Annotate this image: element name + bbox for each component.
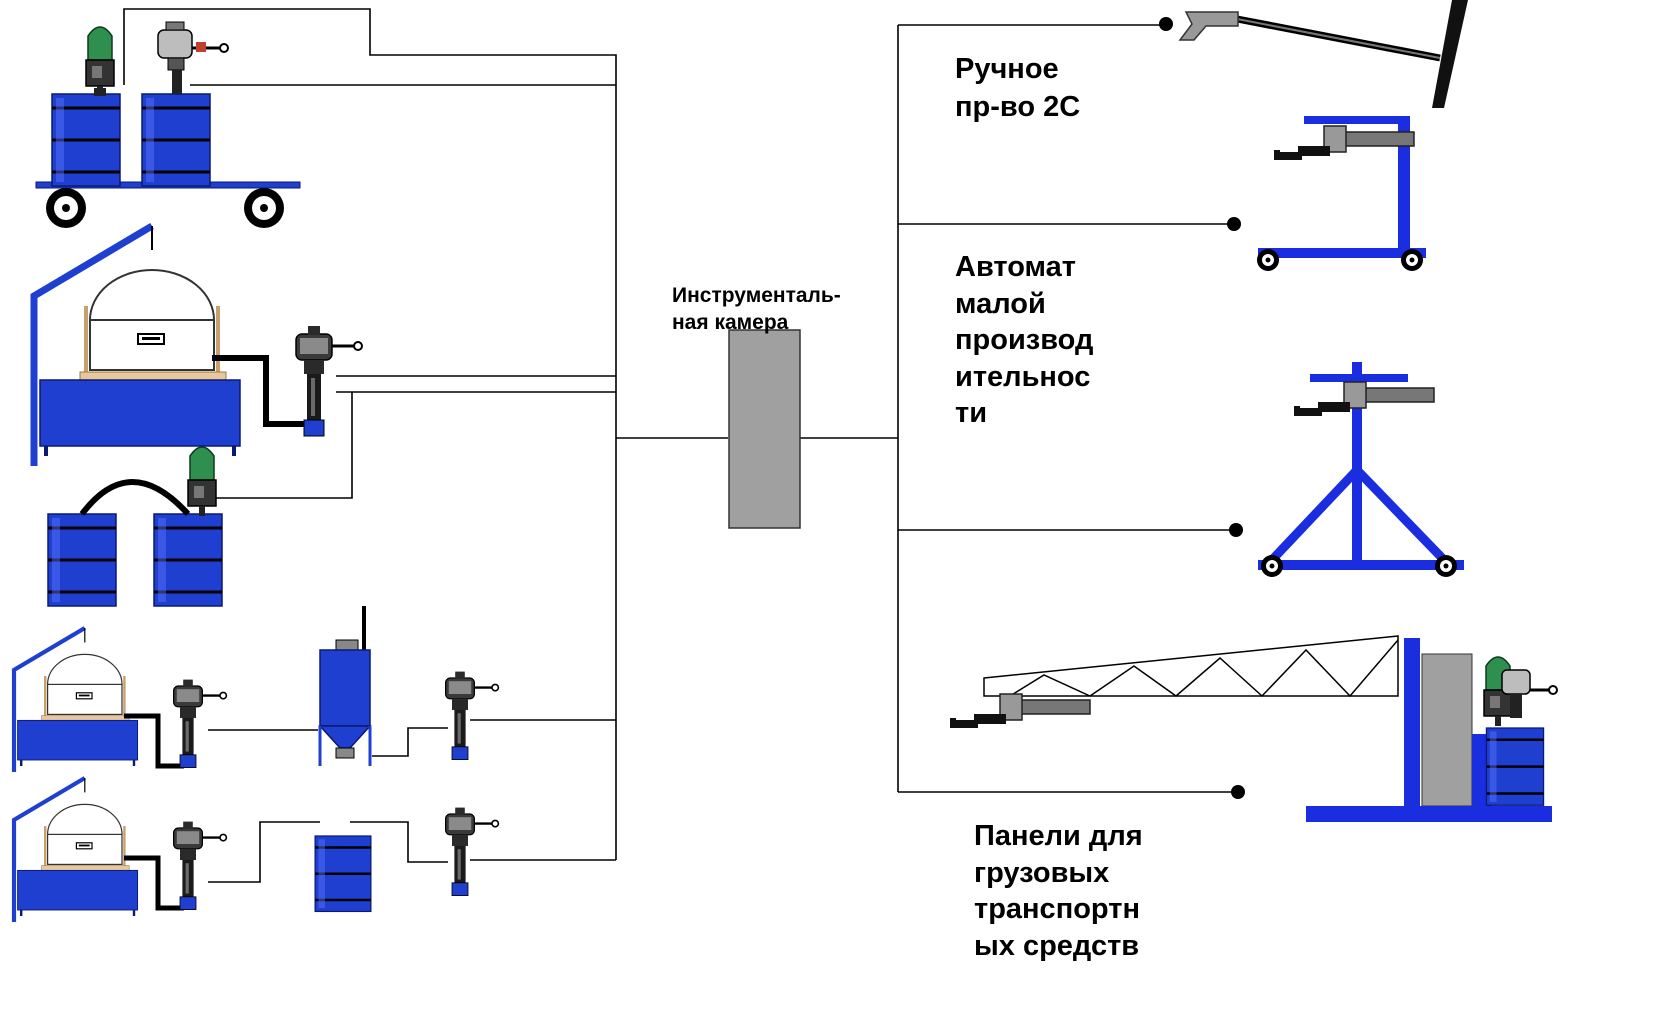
automat-label-line-4: ительнос — [955, 360, 1091, 393]
connection-lines — [123, 8, 1238, 883]
truck-label-line-1: Панели для — [974, 820, 1143, 852]
tripod-stand — [1258, 362, 1464, 577]
manual-label-line-1: Ручное — [955, 53, 1059, 85]
tank-stand-1 — [34, 226, 364, 466]
spray-gun — [1178, 0, 1468, 108]
automat-label-line-5: ти — [955, 397, 988, 429]
tank-stand-3 — [14, 778, 500, 922]
tool-chamber-label-line-1: Инструменталь- — [672, 284, 841, 307]
boom-system — [949, 635, 1558, 822]
automat-label-line-3: производ — [955, 324, 1094, 356]
automat-label-line-1: Автомат — [955, 251, 1076, 283]
tool-chamber-label-line-2: ная камера — [672, 311, 789, 334]
truck-label-line-3: транспортн — [974, 893, 1140, 925]
truck-label-line-2: грузовых — [974, 856, 1110, 889]
drum-cart — [35, 21, 301, 228]
endpoint-dots — [1159, 17, 1245, 799]
automat-cart — [1257, 116, 1426, 271]
tank-stand-2 — [14, 606, 500, 772]
drum-pair — [46, 446, 224, 608]
tool-chamber-label: Инструменталь- ная камера — [672, 282, 841, 336]
manual-label-line-2: пр-во 2С — [955, 91, 1081, 123]
automat-label: Автомат малой производ ительнос ти — [955, 249, 1093, 432]
truck-panels-label: Панели для грузовых транспортн ых средст… — [974, 818, 1143, 964]
tool-chamber — [728, 329, 801, 529]
truck-label-line-4: ых средств — [974, 929, 1140, 962]
manual-production-label: Ручное пр-во 2С — [955, 50, 1080, 126]
automat-label-line-2: малой — [955, 287, 1046, 320]
